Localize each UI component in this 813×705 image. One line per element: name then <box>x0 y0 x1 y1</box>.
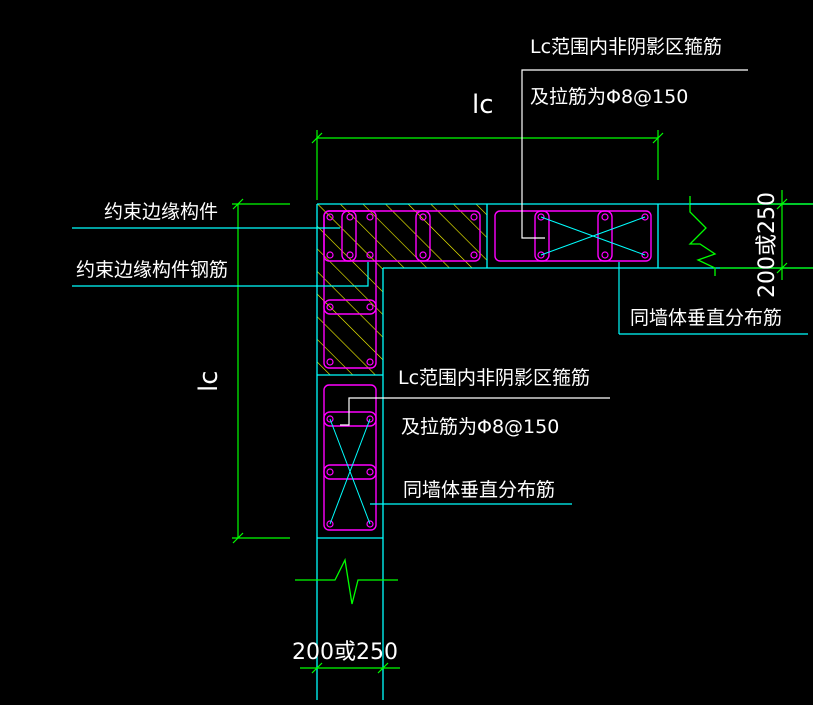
right-wall-thickness: 200或250 <box>755 192 780 298</box>
rebar <box>323 210 652 531</box>
mid-vertical-rebar-label: 同墙体垂直分布筋 <box>403 479 556 501</box>
mid-callout-line1: Lc范围内非阴影区箍筋 <box>398 367 591 389</box>
shadow-zone-hatch <box>317 204 487 375</box>
wall-outline <box>316 203 813 700</box>
mid-callout-line2: 及拉筋为Φ8@150 <box>401 416 560 438</box>
bottom-wall-thickness: 200或250 <box>292 640 398 665</box>
right-vertical-rebar-label: 同墙体垂直分布筋 <box>630 307 783 329</box>
top-callout-line1: Lc范围内非阴影区箍筋 <box>530 36 723 58</box>
top-dimension-lc: lc <box>472 90 494 120</box>
edge-member-rebar-label: 约束边缘构件钢筋 <box>76 259 229 281</box>
top-callout-line2: 及拉筋为Φ8@150 <box>530 86 689 108</box>
cross-ties <box>329 216 646 525</box>
dimension-lines <box>232 130 813 674</box>
leader-lines <box>72 69 808 505</box>
rebar-bars <box>326 213 649 528</box>
edge-member-label: 约束边缘构件 <box>104 201 219 223</box>
left-dimension-lc: lc <box>194 370 224 392</box>
